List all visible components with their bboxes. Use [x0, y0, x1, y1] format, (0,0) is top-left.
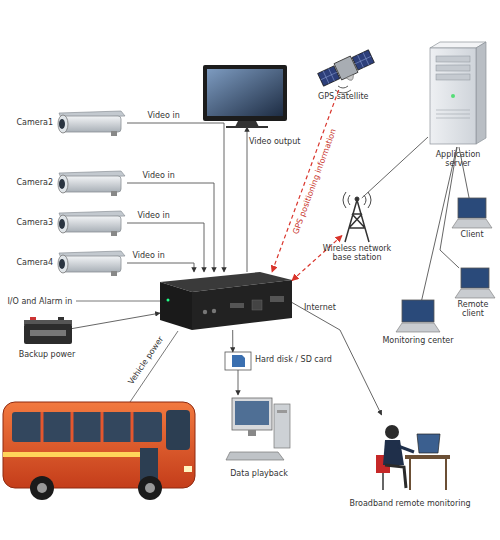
- pc-node: Data playback: [228, 395, 290, 465]
- edge-label: Video in: [133, 251, 165, 260]
- edge-label: Video in: [148, 111, 180, 120]
- node-label: Monitoring center: [382, 336, 454, 345]
- node-label: Hard disk / SD card: [255, 355, 345, 364]
- server-illustration: [430, 42, 486, 144]
- io-wire: [76, 301, 160, 302]
- node-label: Client: [449, 230, 495, 239]
- connector: [72, 313, 160, 329]
- battery-node: Backup power: [22, 320, 72, 346]
- node-label: Camera3: [1, 218, 53, 227]
- connector: [127, 123, 224, 272]
- node-label: GPS satellite: [318, 92, 388, 101]
- node-label: Camera1: [1, 118, 53, 127]
- connector: [422, 147, 457, 300]
- camera-node: Camera4: [55, 250, 127, 276]
- storage-illustration: [225, 352, 251, 370]
- monitor-illustration: [203, 65, 287, 128]
- connector: [127, 263, 194, 272]
- satellite-illustration: [317, 48, 377, 92]
- laptop-node: Client: [452, 198, 492, 228]
- camera-node: Camera1: [55, 110, 127, 136]
- battery-illustration: [24, 317, 72, 344]
- operator-node: Broadband remote monitoring: [365, 415, 455, 495]
- dvr-node: [160, 272, 292, 330]
- monitor-node: Video output: [203, 65, 287, 127]
- node-label: Video output: [249, 137, 319, 146]
- edge-label: Internet: [304, 303, 336, 312]
- dvr-illustration: [160, 272, 292, 330]
- connector: [232, 330, 233, 352]
- node-label: Data playback: [218, 469, 300, 478]
- node-label: Camera2: [1, 178, 53, 187]
- server-node: Application server: [428, 42, 488, 147]
- connector: [247, 127, 248, 272]
- pc-illustration: [226, 398, 290, 460]
- camera-illustration: [58, 111, 125, 276]
- node-label: Camera4: [1, 258, 53, 267]
- tower-illustration: [343, 192, 371, 242]
- connector: [127, 183, 214, 272]
- storage-node: Hard disk / SD card: [225, 352, 251, 370]
- connector: [362, 137, 428, 198]
- connector: [127, 223, 204, 272]
- node-label: Broadband remote monitoring: [335, 499, 485, 508]
- edge-label: Video in: [138, 211, 170, 220]
- laptop-node: Monitoring center: [396, 300, 440, 332]
- laptop-node: Remote client: [455, 268, 495, 298]
- bus-illustration: [3, 402, 195, 500]
- satellite-node: GPS satellite: [318, 50, 374, 90]
- node-label: Application server: [428, 150, 488, 168]
- edge-label: Video in: [143, 171, 175, 180]
- annotation-label: I/O and Alarm in: [8, 297, 73, 306]
- node-label: Backup power: [12, 350, 82, 359]
- node-label: Remote client: [451, 300, 495, 318]
- tower-node: Wireless network base station: [342, 198, 372, 242]
- node-label: Wireless network base station: [312, 244, 402, 262]
- camera-node: Camera3: [55, 210, 127, 236]
- camera-node: Camera2: [55, 170, 127, 196]
- connector: [238, 370, 239, 395]
- operator-illustration: [376, 425, 450, 490]
